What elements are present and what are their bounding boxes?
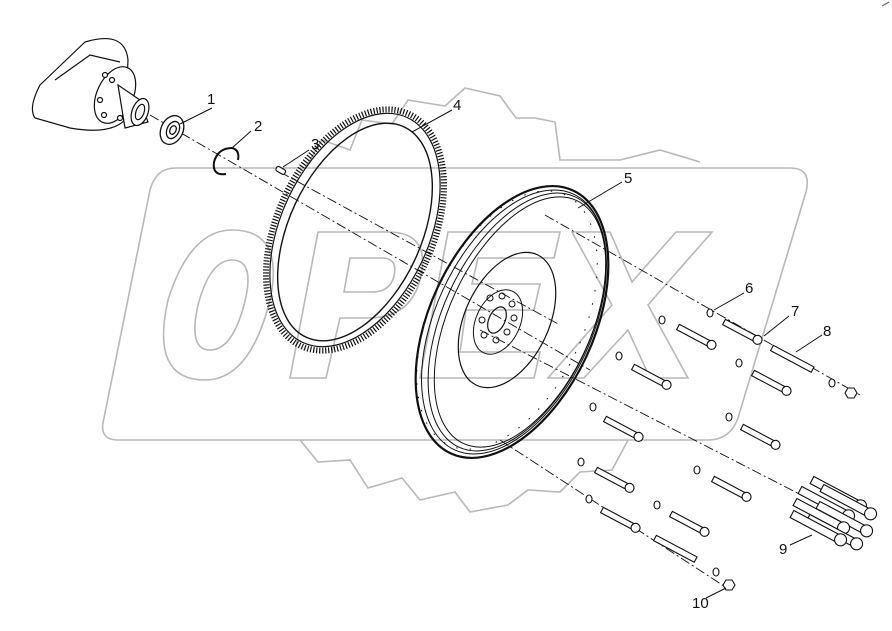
callout-8: 8 [823, 323, 832, 340]
corner-mark [881, 1, 890, 7]
fasteners [577, 308, 878, 591]
callout-7: 7 [791, 303, 800, 320]
stud-group [652, 344, 815, 563]
callout-4: 4 [453, 97, 462, 114]
callout-2: 2 [254, 118, 263, 135]
crankshaft-hub [31, 38, 150, 131]
dowel-pin [275, 165, 287, 175]
callout-9: 9 [779, 541, 788, 558]
ring-gear [262, 106, 448, 354]
washer-group [577, 308, 836, 577]
callout-10: 10 [692, 595, 709, 612]
snap-ring [212, 147, 240, 176]
watermark [101, 87, 809, 513]
bolt-group [593, 318, 792, 537]
callout-3: 3 [311, 136, 320, 153]
callout-5: 5 [624, 170, 633, 187]
bolt-bundle [789, 475, 878, 551]
leader-lines [179, 107, 823, 599]
callout-6: 6 [745, 280, 754, 297]
callout-1: 1 [207, 91, 216, 108]
nut-group [722, 387, 858, 591]
bearing [159, 114, 185, 146]
flywheel [414, 184, 610, 460]
